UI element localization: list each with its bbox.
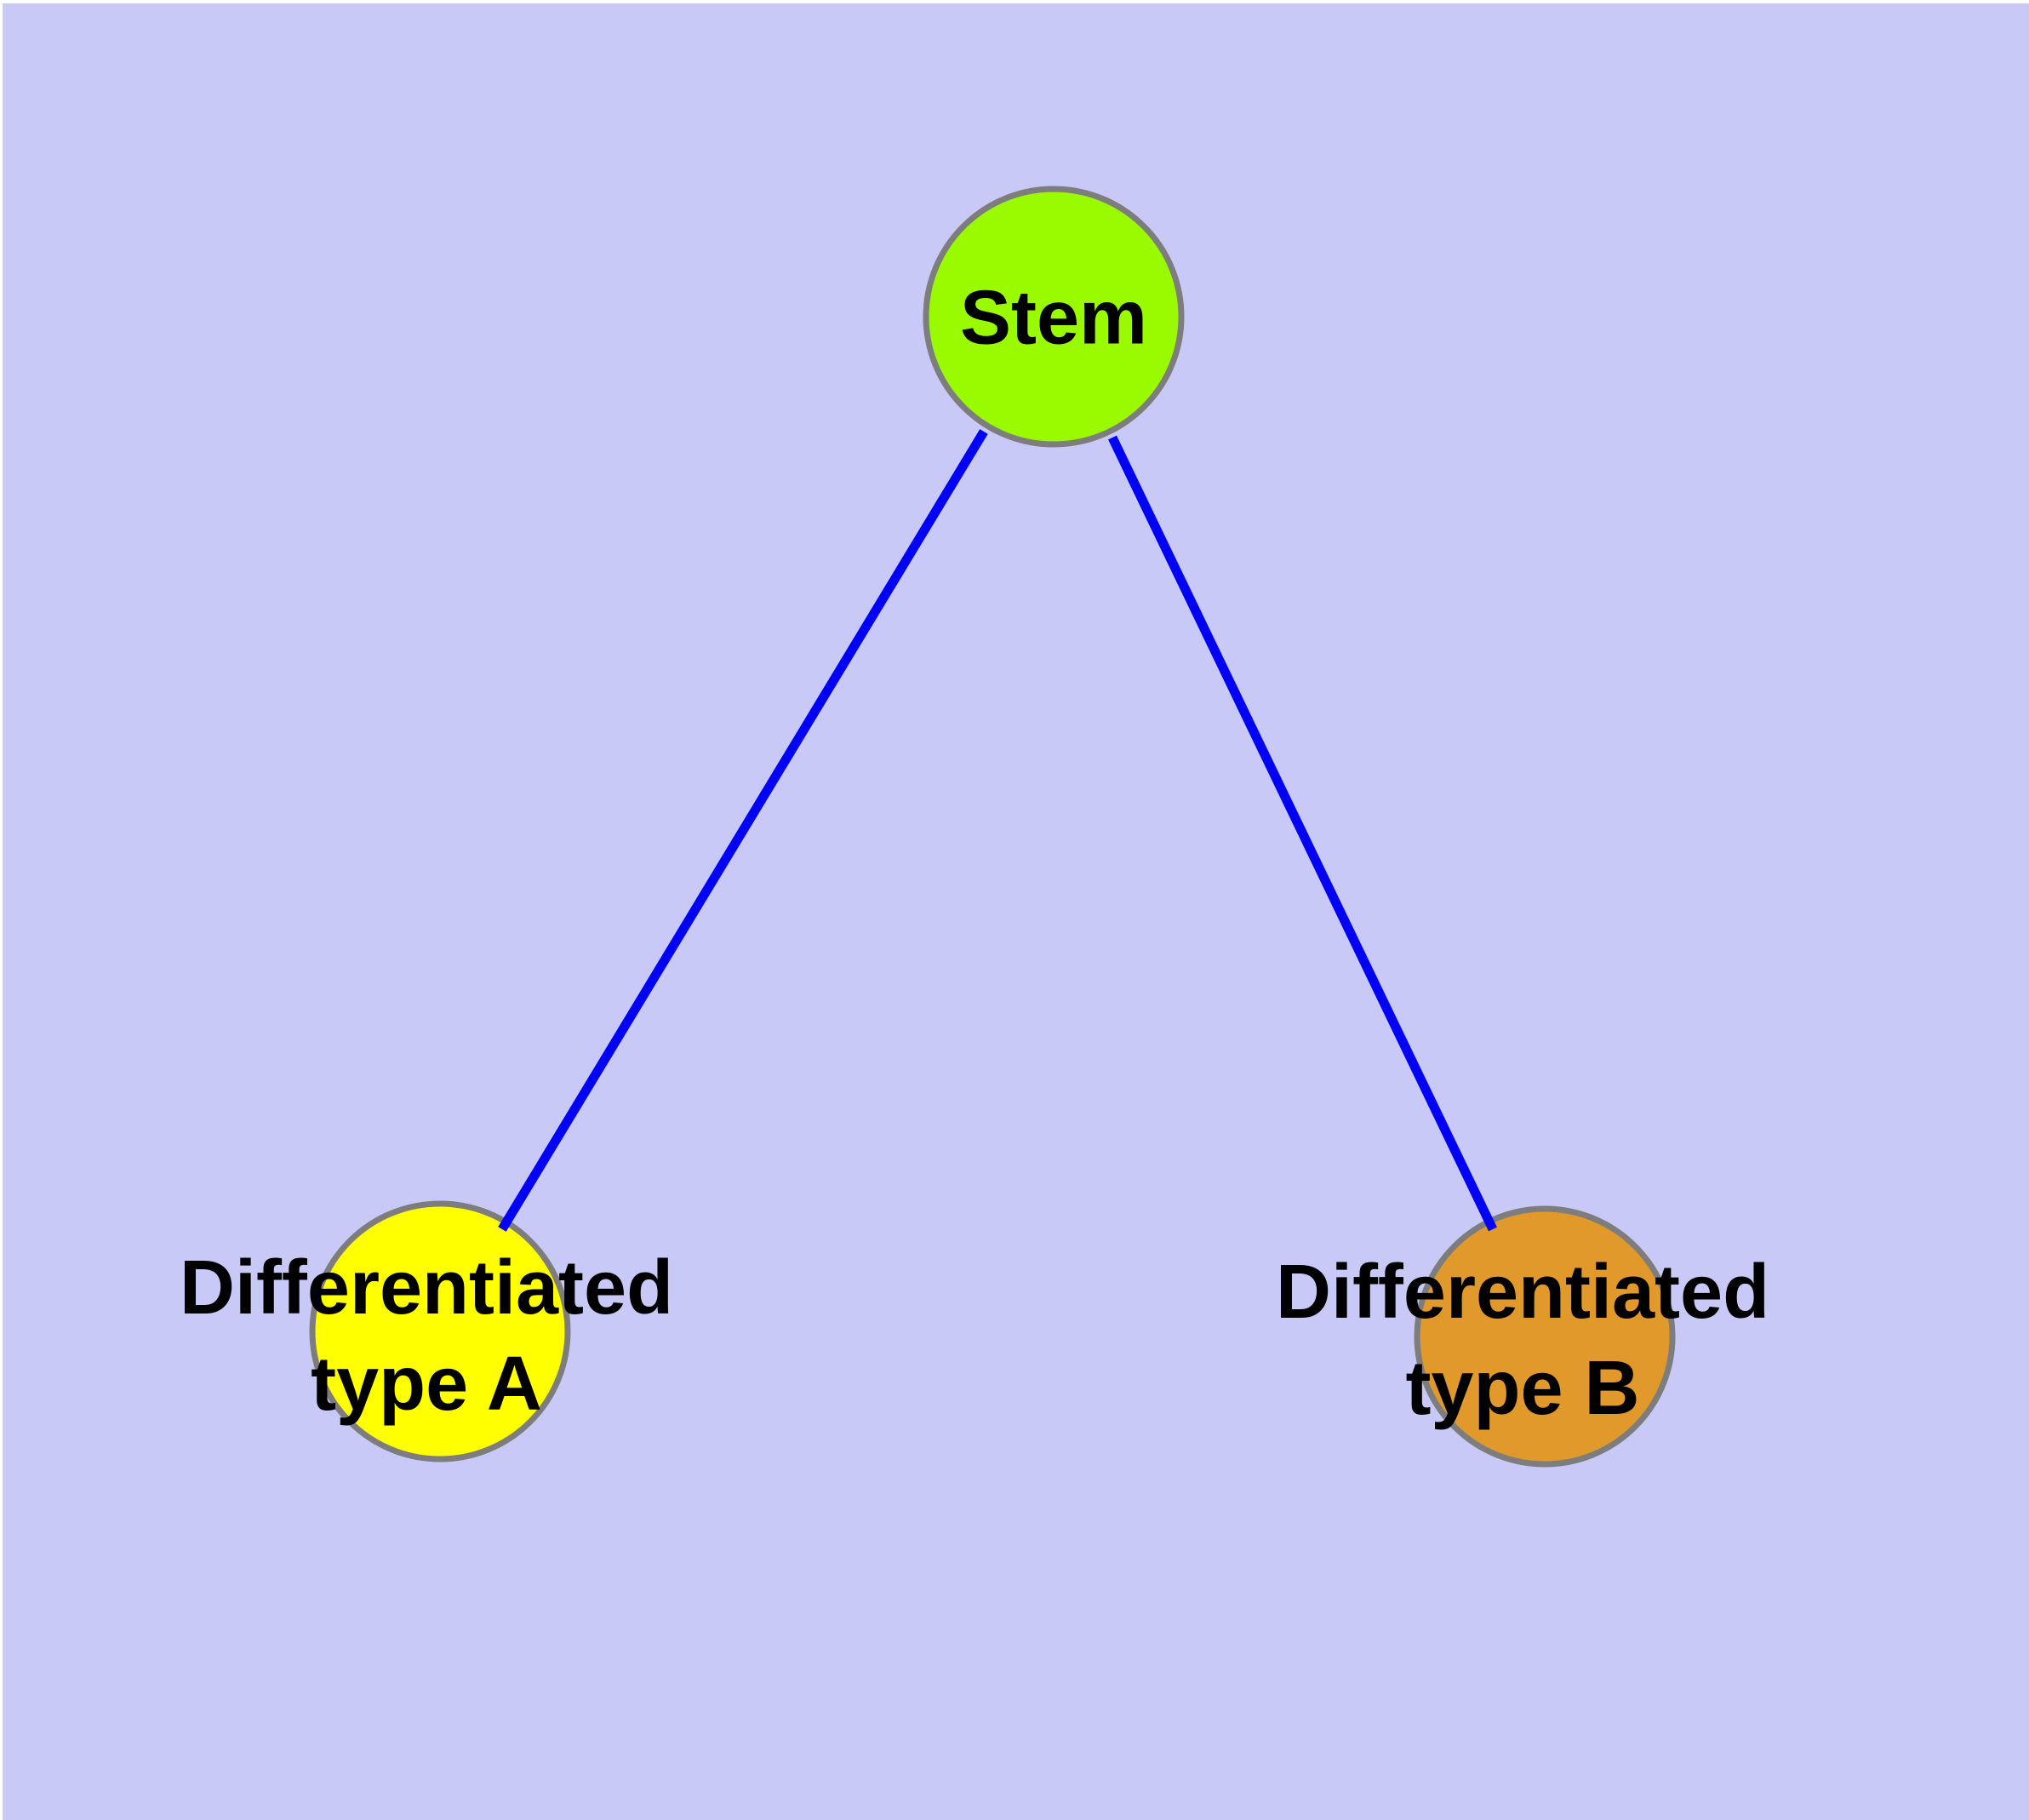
type-a-label-line2: type A [311,1342,542,1427]
type-a-label-line1: Differentiated [179,1245,674,1331]
type-a-node-circle [309,1200,571,1462]
stem-label-line1: Stem [959,275,1148,361]
type-b-label-line2: type B [1405,1346,1640,1431]
type-b-node-label: Differentiated type B [1276,1245,1769,1437]
type-a-node-label: Differentiated type A [180,1240,673,1433]
type-b-label-line1: Differentiated [1275,1250,1770,1335]
edge-stem-to-type-b [1108,435,1497,1232]
graph-svg [3,3,2029,1820]
stem-node-label: Stem [960,271,1147,367]
type-b-node-circle [1414,1205,1676,1468]
edge-stem-to-type-a [498,429,988,1232]
stem-node-circle [923,186,1185,448]
plot-panel: Stem Differentiated type A Differentiate… [3,3,2029,1820]
